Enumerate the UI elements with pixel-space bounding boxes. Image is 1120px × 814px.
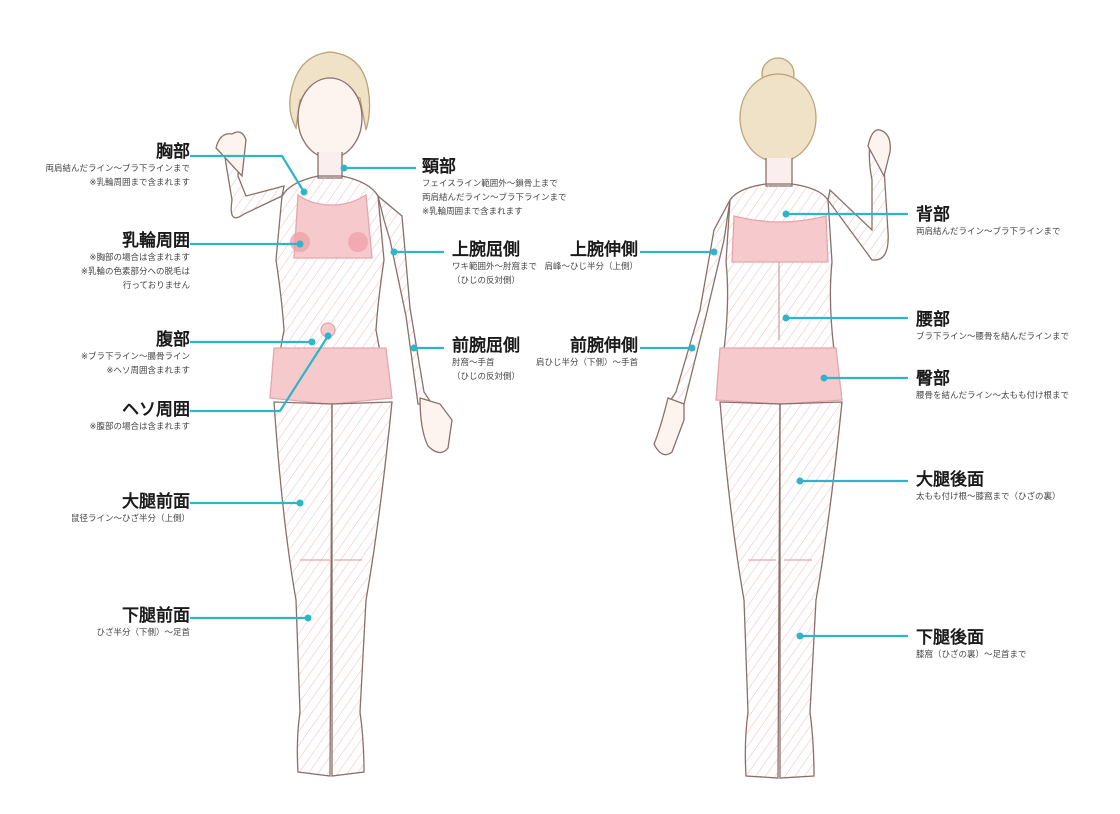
label-thigh-front: 大腿前面 鼠径ライン～ひざ半分（上側） — [71, 492, 190, 526]
waist-title: 腰部 — [916, 310, 950, 330]
forearm-flex-title: 前腕屈側 — [452, 336, 520, 356]
back-leg-right — [779, 401, 843, 779]
front-face — [297, 77, 363, 159]
upper-arm-flex-title: 上腕屈側 — [452, 240, 520, 260]
label-navel: ヘソ周囲 ※腹部の場合は含まれます — [89, 400, 190, 434]
label-neck: 頸部 フェイスライン範囲外～鎖骨上まで 両肩結んだライン～ブラ下ラインまで ※乳… — [422, 157, 567, 219]
back-title: 背部 — [916, 205, 950, 225]
neck-note: ※乳輪周囲まで含まれます — [422, 207, 523, 217]
front-figure — [215, 51, 453, 777]
thigh-front-note: 鼠径ライン～ひざ半分（上側） — [70, 514, 190, 524]
forearm-ext-note: 肩ひじ半分（下側）～手首 — [535, 358, 638, 368]
neck-note: フェイスライン範囲外～鎖骨上まで — [422, 179, 558, 189]
forearm-flex-note: （ひじの反対側） — [452, 372, 521, 382]
thigh-back-note: 太もも付け根～膝窩まで（ひざの裏） — [916, 492, 1061, 502]
upper-arm-ext-note: 肩峰～ひじ半分（上側） — [544, 262, 638, 272]
thigh-front-title: 大腿前面 — [122, 492, 190, 512]
front-leg-left — [273, 401, 333, 777]
navel-note: ※腹部の場合は含まれます — [89, 422, 190, 432]
label-forearm-ext: 前腕伸側 肩ひじ半分（下側）～手首 — [536, 336, 638, 370]
shin-front-note: ひざ半分（下側）～足首 — [96, 628, 190, 638]
leader-dots — [296, 164, 828, 640]
back-hair — [739, 73, 817, 163]
abdomen-title: 腹部 — [156, 330, 190, 350]
calf-back-title: 下腿後面 — [916, 628, 984, 648]
upper-arm-ext-title: 上腕伸側 — [570, 240, 638, 260]
label-buttocks: 臀部 腰骨を結んだライン～太もも付け根まで — [916, 369, 1069, 403]
areola-title: 乳輪周囲 — [122, 231, 190, 251]
label-forearm-flex: 前腕屈側 肘窩～手首 （ひじの反対側） — [452, 336, 520, 384]
chest-note: ※乳輪周囲まで含まれます — [89, 178, 190, 188]
label-areola: 乳輪周囲 ※胸部の場合は含まれます ※乳輪の色素部分への脱毛は 行っておりません — [81, 231, 190, 293]
neck-title: 頸部 — [422, 157, 456, 177]
back-figure — [653, 57, 891, 779]
areola-note: 行っておりません — [122, 281, 190, 291]
front-areola-right — [348, 232, 368, 252]
abdomen-note: ※ヘソ周囲含まれます — [106, 366, 190, 376]
chest-title: 胸部 — [156, 142, 190, 162]
forearm-flex-note: 肘窩～手首 — [452, 358, 495, 368]
label-upper-arm-ext: 上腕伸側 肩峰～ひじ半分（上側） — [544, 240, 638, 274]
thigh-back-title: 大腿後面 — [916, 470, 984, 490]
areola-note: ※胸部の場合は含まれます — [89, 253, 190, 263]
upper-arm-flex-note: ワキ範囲外～肘窩まで — [452, 262, 538, 272]
abdomen-note: ※ブラ下ライン～腸骨ライン — [80, 352, 190, 362]
buttocks-title: 臀部 — [916, 369, 950, 389]
upper-arm-flex-note: （ひじの反対側） — [452, 276, 521, 286]
label-upper-arm-flex: 上腕屈側 ワキ範囲外～肘窩まで （ひじの反対側） — [452, 240, 537, 288]
shin-front-title: 下腿前面 — [122, 606, 190, 626]
buttocks-note: 腰骨を結んだライン～太もも付け根まで — [916, 391, 1070, 401]
front-leg-right — [331, 401, 393, 777]
waist-note: ブラ下ライン～腰骨を結んだラインまで — [916, 332, 1070, 342]
back-note: 両肩結んだライン～ブラ下ラインまで — [916, 227, 1061, 237]
label-chest: 胸部 両肩結んだライン～ブラ下ラインまで ※乳輪周囲まで含まれます — [45, 142, 190, 190]
neck-note: 両肩結んだライン～ブラ下ラインまで — [422, 193, 567, 203]
front-shorts — [269, 347, 393, 405]
back-hand-left — [653, 397, 685, 456]
chest-note: 両肩結んだライン～ブラ下ラインまで — [45, 164, 190, 174]
leader-lines — [190, 154, 908, 638]
navel-title: ヘソ周囲 — [122, 400, 190, 420]
label-back: 背部 両肩結んだライン～ブラ下ラインまで — [916, 205, 1061, 239]
back-leg-left — [719, 401, 781, 779]
calf-back-note: 膝窩（ひざの裏）～足首まで — [916, 650, 1027, 660]
front-hand-right — [419, 397, 453, 454]
label-thigh-back: 大腿後面 太もも付け根～膝窩まで（ひざの裏） — [916, 470, 1061, 504]
label-abdomen: 腹部 ※ブラ下ライン～腸骨ライン ※ヘソ周囲含まれます — [81, 330, 190, 378]
label-calf-back: 下腿後面 膝窩（ひざの裏）～足首まで — [916, 628, 1027, 662]
back-bra — [731, 215, 829, 263]
label-waist: 腰部 ブラ下ライン～腰骨を結んだラインまで — [916, 310, 1069, 344]
label-shin-front: 下腿前面 ひざ半分（下側）～足首 — [96, 606, 190, 640]
forearm-ext-title: 前腕伸側 — [570, 336, 638, 356]
areola-note: ※乳輪の色素部分への脱毛は — [80, 267, 190, 277]
